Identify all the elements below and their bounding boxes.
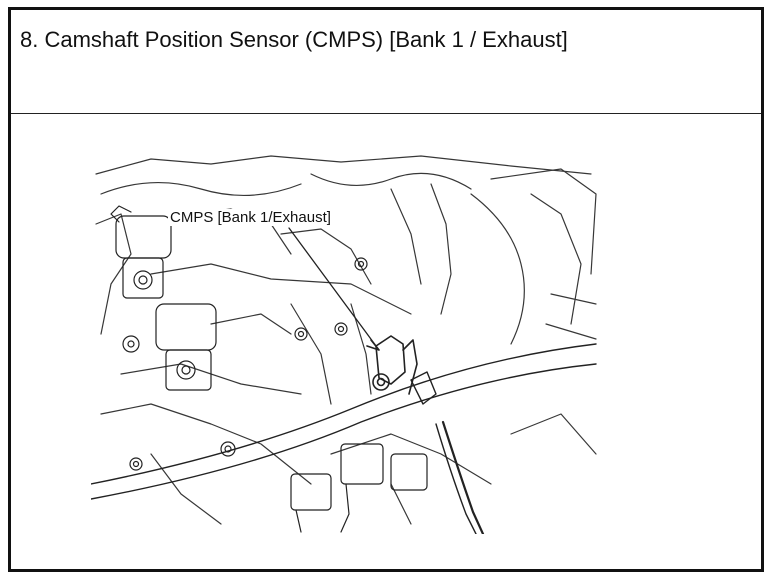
cmps-callout-label: CMPS [Bank 1/Exhaust] (168, 209, 333, 226)
section-title: 8. Camshaft Position Sensor (CMPS) [Bank… (20, 27, 568, 52)
engine-illustration: CMPS [Bank 1/Exhaust] (91, 154, 603, 534)
cmps-sensor (372, 335, 418, 395)
callout-leader (288, 227, 380, 351)
injector-connectors (290, 443, 428, 533)
title-row: 8. Camshaft Position Sensor (CMPS) [Bank… (11, 10, 761, 114)
document-frame: 8. Camshaft Position Sensor (CMPS) [Bank… (8, 7, 764, 572)
figure-area: CMPS [Bank 1/Exhaust] (11, 114, 761, 569)
wiring-harness (91, 343, 597, 534)
ignition-coil-lower (122, 303, 217, 391)
ignition-coil-upper (110, 205, 172, 299)
